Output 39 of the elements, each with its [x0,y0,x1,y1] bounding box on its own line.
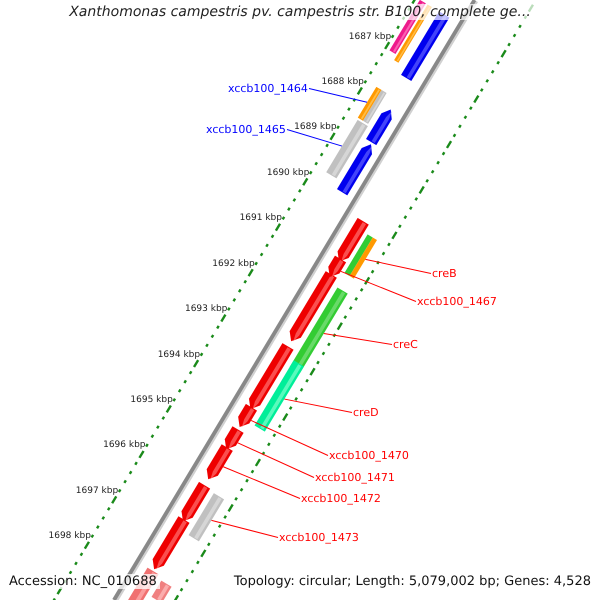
leader-line [284,398,352,413]
gene-label: xccb100_1473 [279,531,359,544]
leader-line [364,258,432,274]
gene-feature [188,493,224,542]
gene-feature [358,86,382,121]
gene-feature [328,256,346,278]
gene-label: creC [393,338,418,351]
gene-feature [344,234,377,279]
tick-label: 1688 kbp [321,76,364,87]
leader-line [323,333,392,345]
gene-label: creB [432,267,457,280]
tick-label: 1691 kbp [240,213,282,224]
tick-label: 1696 kbp [103,440,146,450]
leader-line [211,520,278,538]
tick-label: 1687 kbp [348,32,392,42]
gene-label: xccb100_1467 [417,295,497,308]
gene-label: xccb100_1471 [315,471,395,484]
tick-label: 1692 kbp [212,258,255,269]
gene-label: xccb100_1470 [329,449,409,462]
gene-feature [254,360,304,432]
info-text: Accession: NC_010688 [6,574,160,589]
leader-line [340,270,416,302]
gene-label: creD [353,406,379,419]
tick-label: 1694 kbp [158,350,200,360]
tick-label: 1690 kbp [266,168,310,178]
gene-feature [238,404,258,428]
gene-label: xccb100_1465 [206,123,286,136]
leader-line [286,129,342,147]
tick-label: 1693 kbp [184,304,228,314]
gene-feature [206,444,233,480]
gene-feature [224,426,244,450]
gene-label: xccb100_1464 [228,82,308,95]
gene-label: xccb100_1472 [301,492,381,505]
tick-label: 1689 kbp [294,122,337,132]
tick-label: 1697 kbp [76,486,118,496]
tick-label: 1698 kbp [48,531,91,542]
tick-label: 1695 kbp [130,394,173,405]
leader-line [222,466,300,499]
leader-line [237,442,314,478]
